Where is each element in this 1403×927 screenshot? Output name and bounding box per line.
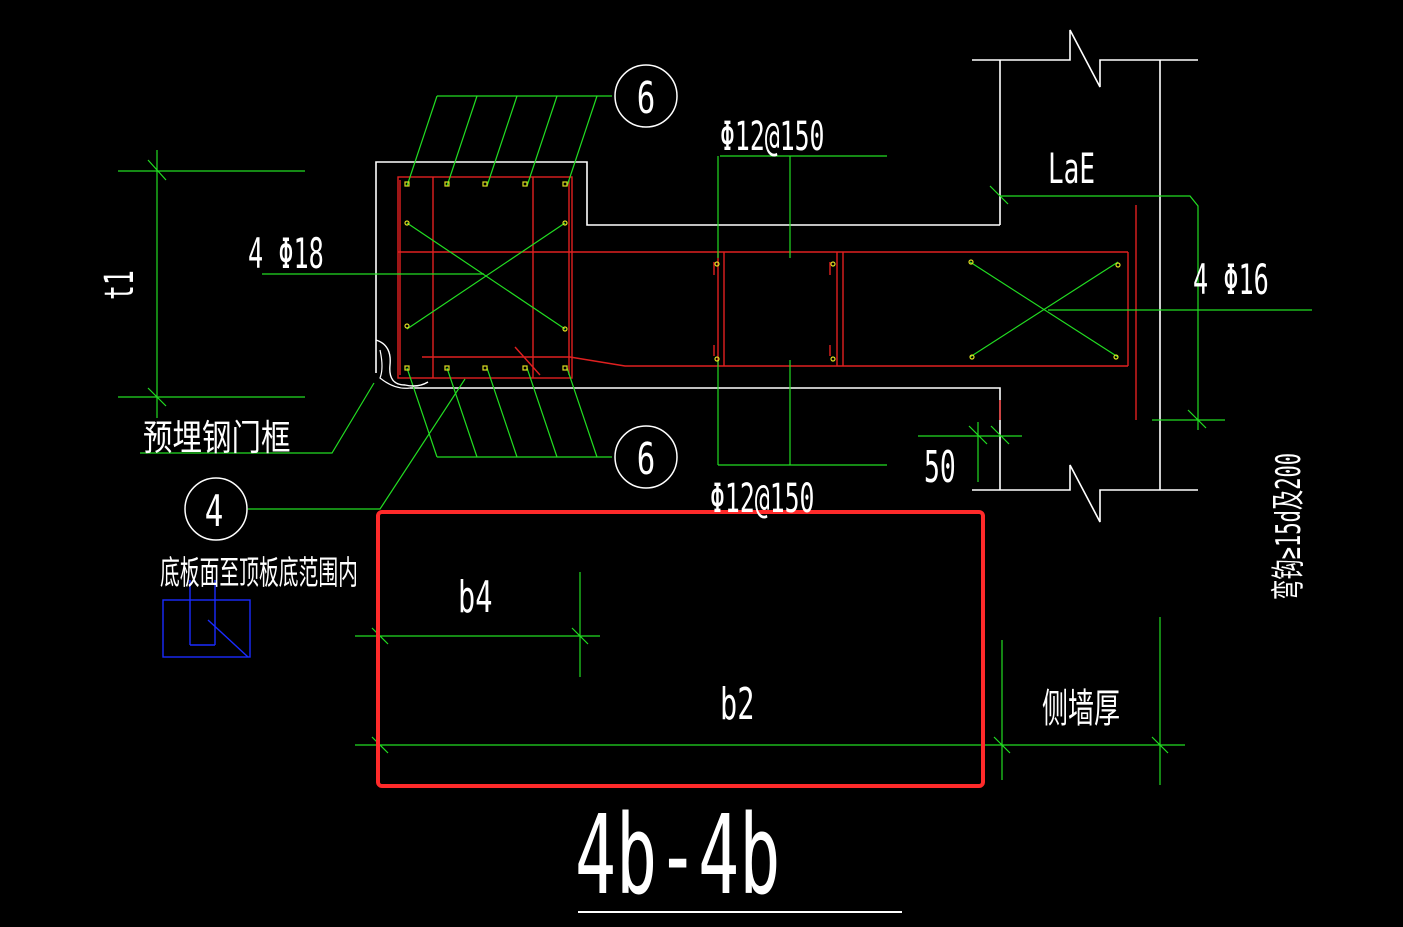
callout-circles <box>184 64 678 541</box>
concrete-outline <box>375 29 1198 523</box>
callout-circle-bottom <box>614 425 678 489</box>
stirrup-label-bottom: Φ12@150 <box>710 475 814 522</box>
stirrup-label-top: Φ12@150 <box>720 113 824 160</box>
side-wall-label: 侧墙厚 <box>1042 685 1120 731</box>
bars-left-label: 4 Φ18 <box>248 230 324 279</box>
callout-number-top: 6 <box>637 72 656 123</box>
callout-number-bottom: 6 <box>637 433 656 484</box>
section-title: 4b-4b <box>575 791 780 920</box>
dim-b2-label: b2 <box>720 679 754 730</box>
dim-50-label: 50 <box>924 441 956 493</box>
callout-circle-top <box>614 64 678 128</box>
dim-b4-label: b4 <box>458 572 492 623</box>
rebar-dots <box>404 181 1121 371</box>
callout-circle-left <box>184 477 248 541</box>
lae-label: LaE <box>1048 146 1095 194</box>
callout-number-left: 4 <box>205 485 224 536</box>
dimension-and-leader-lines <box>118 95 1312 785</box>
hook-note-label: 弯钩≥15d及200 <box>1268 453 1308 600</box>
blue-block-symbol <box>162 580 251 658</box>
bars-right-label: 4 Φ16 <box>1193 256 1269 305</box>
dim-t1-label: t1 <box>96 270 143 300</box>
embedded-frame-label: 预埋钢门框 <box>143 416 291 459</box>
range-note-label: 底板面至顶板底范围内 <box>160 555 358 593</box>
text-labels: 6 6 4 Φ12@150 Φ12@150 4 Φ18 4 Φ16 LaE t1… <box>96 72 1309 919</box>
highlight-box <box>376 510 985 788</box>
rebar-cage <box>397 176 1137 420</box>
embedded-frame-hook <box>375 339 429 387</box>
embedded-frame-hook-inner <box>379 349 411 389</box>
